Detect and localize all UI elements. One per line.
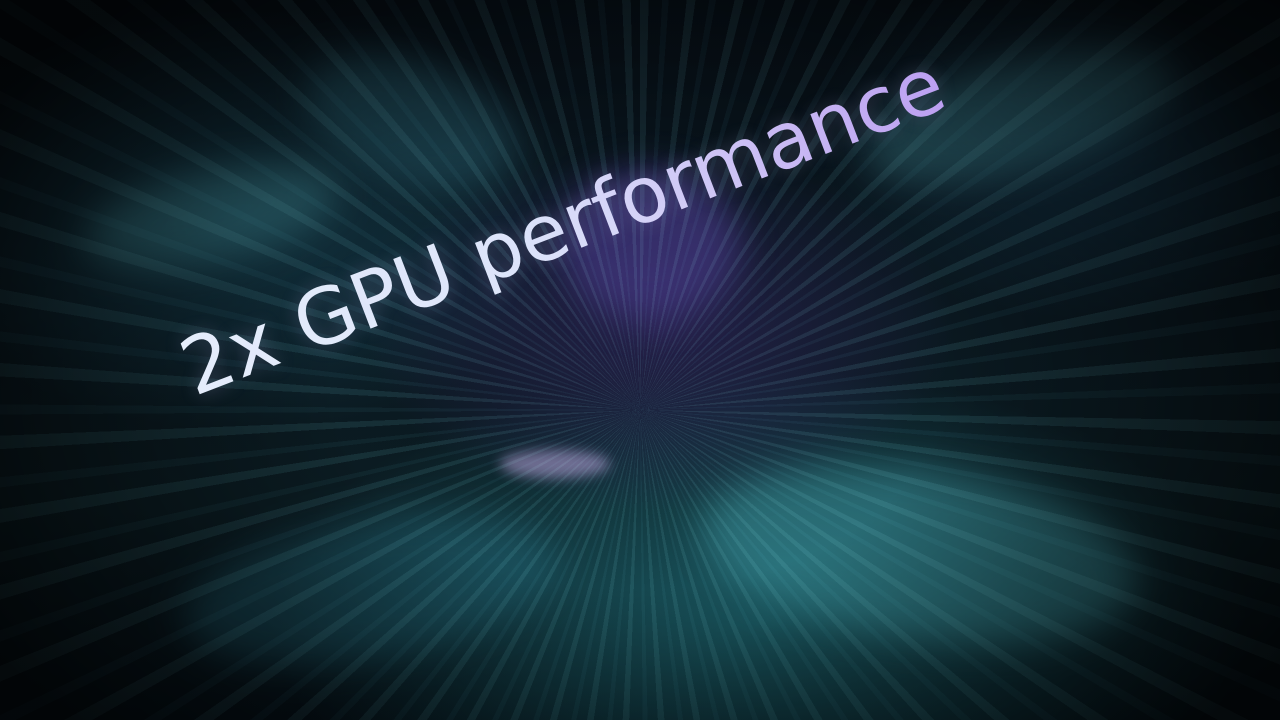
vignette	[0, 0, 1280, 720]
background-scene: 2x GPU performance	[0, 0, 1280, 720]
